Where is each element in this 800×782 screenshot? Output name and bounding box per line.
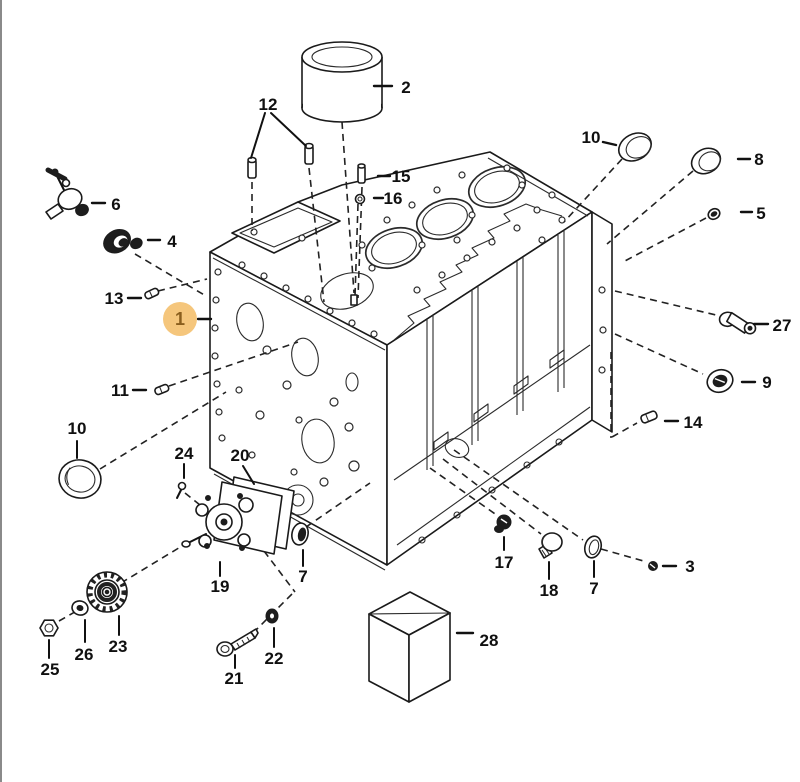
dowel-pin-14-drawing <box>640 410 658 424</box>
callout-2[interactable]: 2 <box>401 78 410 97</box>
nut-25-drawing <box>39 619 59 637</box>
callout-9[interactable]: 9 <box>762 373 771 392</box>
engine-block-drawing <box>209 151 613 571</box>
callout-24[interactable]: 24 <box>175 444 194 463</box>
callout-8[interactable]: 8 <box>754 150 763 169</box>
callout-7-right[interactable]: 7 <box>589 579 598 598</box>
pin-3-drawing <box>648 561 658 571</box>
dowel-pin-11-drawing <box>154 383 170 396</box>
plug-7-right-drawing <box>583 535 603 559</box>
cup-plug-8-drawing <box>690 147 722 175</box>
cylinder-liner-drawing <box>301 41 383 123</box>
callout-labels: 2 12 15 16 10 8 5 27 9 14 6 4 13 11 10 2… <box>41 78 792 688</box>
washer-22-drawing <box>265 608 279 624</box>
gear-23-drawing <box>86 571 128 613</box>
clip-24-drawing <box>176 481 187 499</box>
cup-plug-9-drawing <box>706 368 734 394</box>
callout-23[interactable]: 23 <box>109 637 128 656</box>
callout-7-left[interactable]: 7 <box>298 567 307 586</box>
plug-5-drawing <box>707 207 721 221</box>
stud-15-drawing <box>357 163 366 184</box>
callout-10-rear[interactable]: 10 <box>582 128 601 147</box>
ring-16-drawing <box>354 193 366 205</box>
callout-19[interactable]: 19 <box>211 577 230 596</box>
callout-6[interactable]: 6 <box>111 195 120 214</box>
callout-25[interactable]: 25 <box>41 660 60 679</box>
kit-box-28-drawing <box>368 591 451 703</box>
callout-27[interactable]: 27 <box>773 316 792 335</box>
washer-26-drawing <box>71 600 89 616</box>
callout-4[interactable]: 4 <box>167 232 177 251</box>
callout-12[interactable]: 12 <box>259 95 278 114</box>
callout-20[interactable]: 20 <box>231 446 250 465</box>
dowel-studs-12-drawing <box>247 142 314 179</box>
callout-16[interactable]: 16 <box>384 189 403 208</box>
drain-cock-6-drawing <box>45 167 89 220</box>
callout-11[interactable]: 11 <box>111 381 129 400</box>
plug-4-drawing <box>103 229 143 254</box>
callout-1[interactable]: 1 <box>175 309 185 329</box>
dowel-pin-13-drawing <box>144 287 160 300</box>
callout-28[interactable]: 28 <box>480 631 499 650</box>
callout-22[interactable]: 22 <box>265 649 284 668</box>
callout-21[interactable]: 21 <box>225 669 244 688</box>
callout-5[interactable]: 5 <box>756 204 765 223</box>
plug-17-drawing <box>494 514 512 533</box>
selected-callout-circle[interactable] <box>163 302 197 336</box>
selected-callout-badge[interactable]: 1 <box>163 302 197 336</box>
callout-18[interactable]: 18 <box>540 581 559 600</box>
bolt-21-drawing <box>216 628 259 657</box>
callout-13[interactable]: 13 <box>105 289 124 308</box>
callout-15[interactable]: 15 <box>392 167 411 186</box>
callout-26[interactable]: 26 <box>75 645 94 664</box>
plug-18-drawing <box>538 532 563 559</box>
oil-pump-20-drawing <box>181 476 295 555</box>
plug-7-left-drawing <box>291 522 309 546</box>
callout-14[interactable]: 14 <box>684 413 703 432</box>
callout-10-front[interactable]: 10 <box>68 419 87 438</box>
cup-plug-10-rear-drawing <box>617 132 653 162</box>
callout-3[interactable]: 3 <box>685 557 694 576</box>
callout-leader-lines <box>48 84 770 669</box>
seal-ring-10-front-drawing <box>58 459 102 499</box>
sensor-27-drawing <box>718 311 757 335</box>
callout-17[interactable]: 17 <box>495 553 514 572</box>
assembly-dashed-lines <box>58 121 717 635</box>
